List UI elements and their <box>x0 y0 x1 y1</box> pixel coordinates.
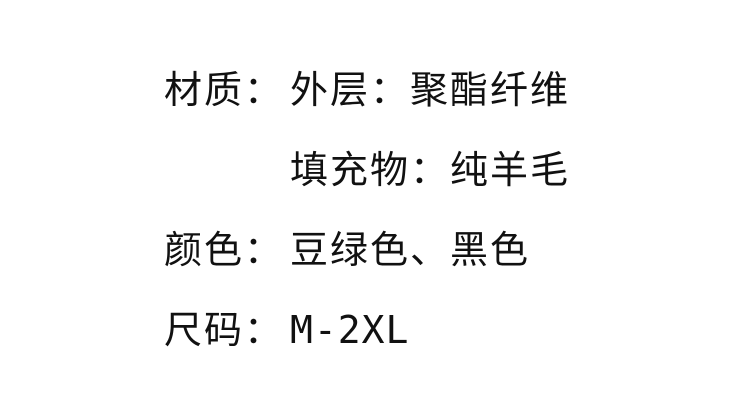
spec-value-filling: 填充物：纯羊毛 <box>290 148 571 192</box>
spec-label-size: 尺码： <box>164 308 285 352</box>
spec-value-size: M-2XL <box>290 308 410 352</box>
spec-label-color: 颜色： <box>164 228 285 272</box>
spec-value-outer-layer: 外层：聚酯纤维 <box>290 68 571 112</box>
spec-value-color: 豆绿色、黑色 <box>290 228 531 272</box>
spec-label-material: 材质： <box>164 68 285 112</box>
